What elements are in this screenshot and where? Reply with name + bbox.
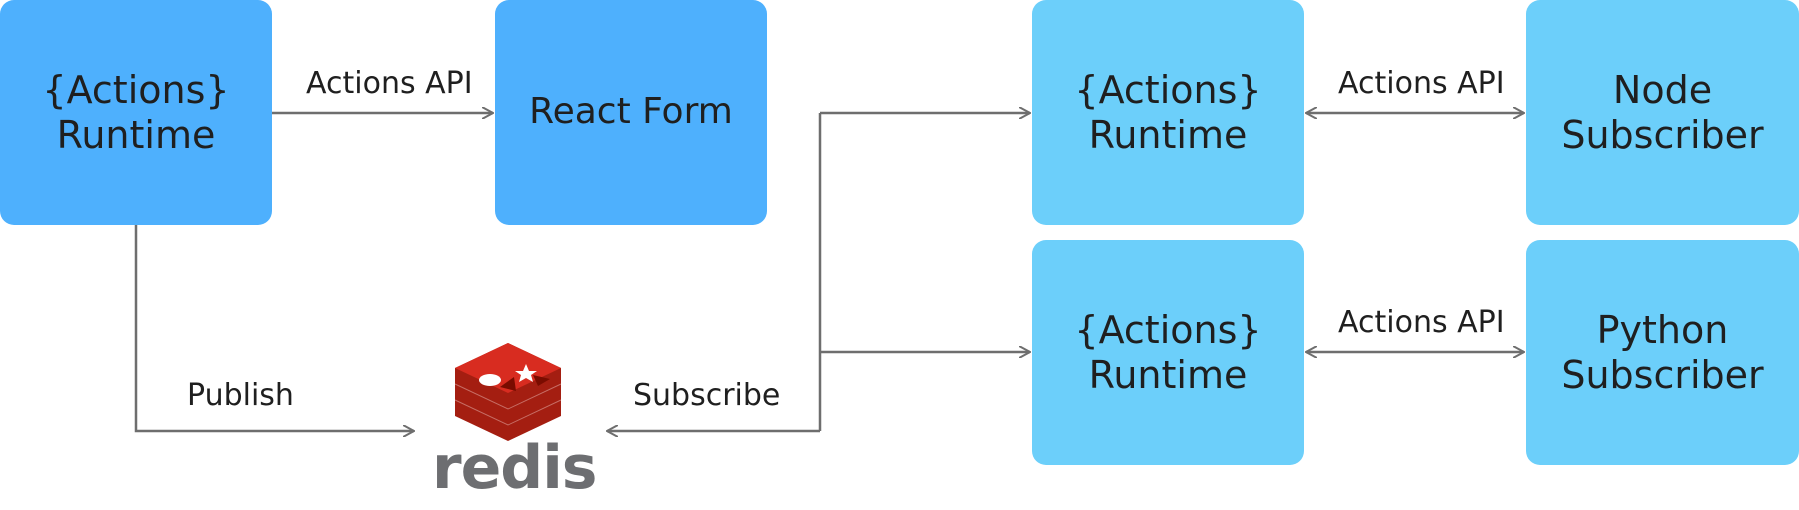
edge-label-actions-api-3: Actions API [1338, 305, 1505, 340]
python-subscriber-box: Python Subscriber [1526, 240, 1799, 465]
runtime-top-box: {Actions} Runtime [1032, 0, 1304, 225]
redis-wordmark: redis [432, 433, 598, 503]
edge-label-actions-api-2: Actions API [1338, 66, 1505, 101]
runtime-top-line1: {Actions} [1074, 67, 1262, 112]
edge-publish [134, 225, 414, 431]
runtime-main-box: {Actions} Runtime [0, 0, 272, 225]
runtime-main-line2: Runtime [56, 112, 216, 157]
node-subscriber-box: Node Subscriber [1526, 0, 1799, 225]
edge-label-publish: Publish [187, 378, 294, 413]
python-subscriber-line2: Subscriber [1561, 352, 1764, 397]
node-subscriber-line2: Subscriber [1561, 112, 1764, 157]
runtime-bottom-line1: {Actions} [1074, 307, 1262, 352]
edge-label-subscribe: Subscribe [633, 378, 781, 413]
runtime-bottom-box: {Actions} Runtime [1032, 240, 1304, 465]
edge-label-actions-api-1: Actions API [306, 66, 473, 101]
runtime-main-line1: {Actions} [42, 67, 230, 112]
react-form-label: React Form [529, 91, 733, 133]
redis-logo-icon [454, 343, 562, 441]
react-form-box: React Form [495, 0, 767, 225]
runtime-bottom-line2: Runtime [1088, 352, 1248, 397]
node-subscriber-line1: Node [1612, 67, 1713, 112]
python-subscriber-line1: Python [1596, 307, 1729, 352]
runtime-top-line2: Runtime [1088, 112, 1248, 157]
